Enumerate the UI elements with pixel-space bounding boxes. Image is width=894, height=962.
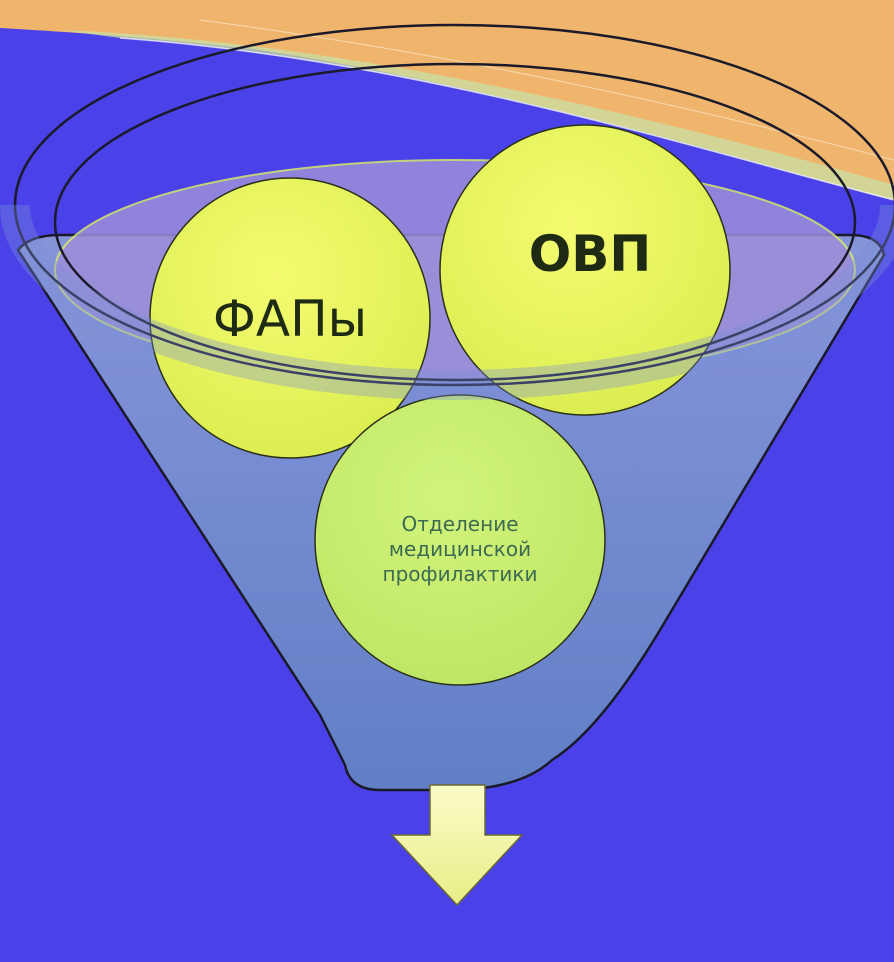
node-label-dept: Отделение медицинской профилактики [382,512,538,586]
circle-ovp [439,124,731,416]
funnel-rim [0,23,894,400]
circle-dept [314,394,606,686]
header-band [0,0,894,201]
circle-fap [149,177,431,459]
node-label-ovp: ОВП [528,225,652,283]
down-arrow-icon [390,784,524,907]
node-label-fap: ФАПы [212,290,368,348]
